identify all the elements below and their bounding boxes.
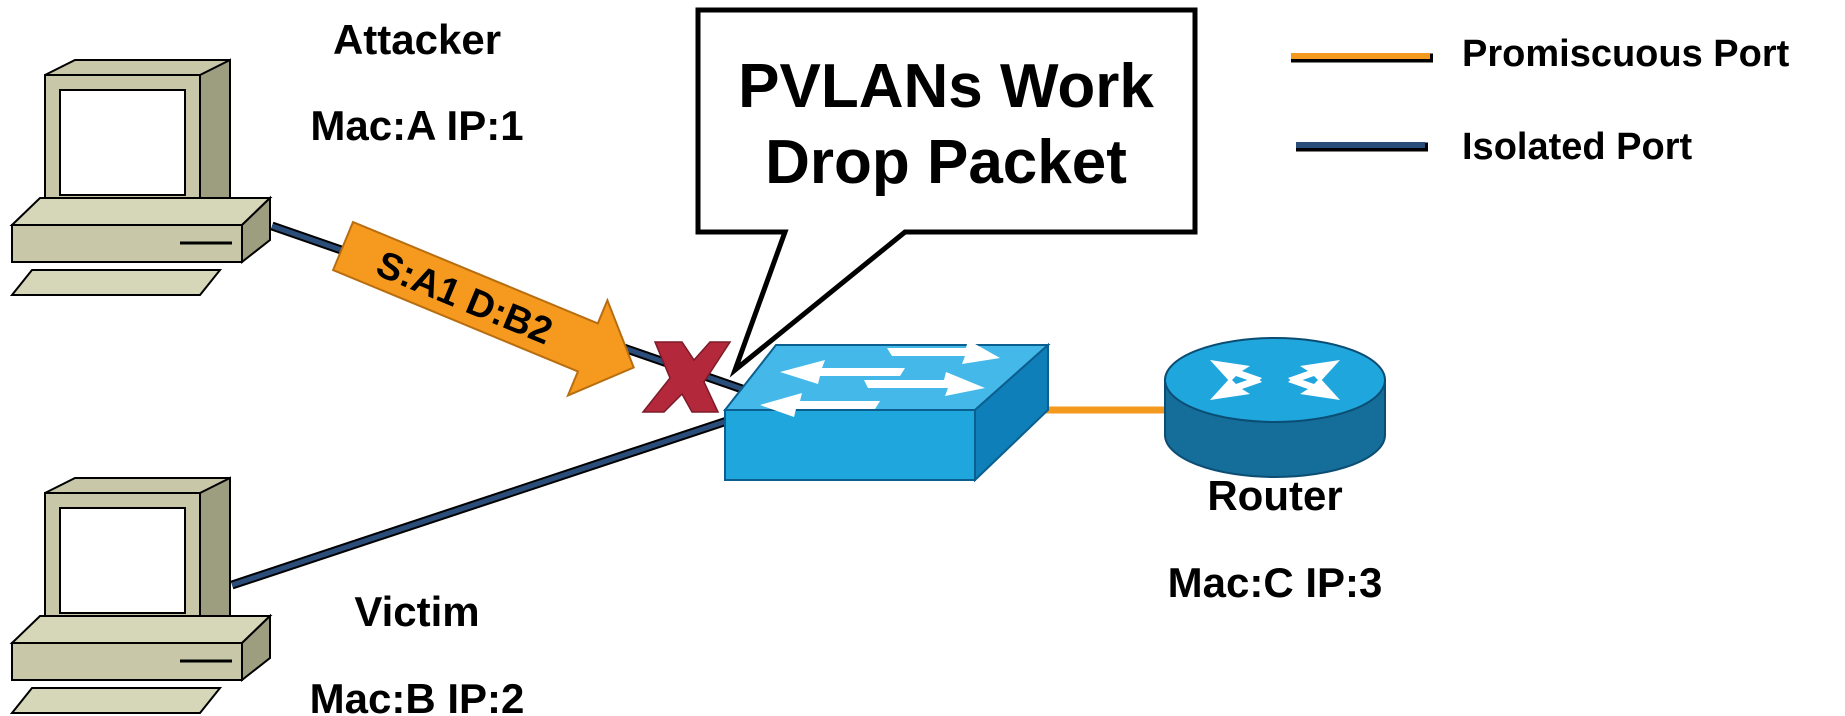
packet-arrow-icon: S:A1 D:B2 <box>331 220 635 398</box>
legend-label-promiscuous: Promiscuous Port <box>1462 33 1790 75</box>
drop-x-icon <box>641 341 732 413</box>
victim-pc-icon <box>10 476 272 715</box>
attacker-name: Attacker <box>333 16 501 63</box>
callout-bubble: PVLANs Work Drop Packet <box>695 7 1198 378</box>
switch-icon <box>722 340 1051 483</box>
attacker-address: Mac:A IP:1 <box>310 102 523 149</box>
router-address: Mac:C IP:3 <box>1168 559 1383 606</box>
router-icon <box>1164 337 1386 478</box>
attacker-pc-icon <box>10 58 272 297</box>
victim-name: Victim <box>354 588 479 635</box>
callout-line-2: Drop Packet <box>765 128 1127 197</box>
legend-item-isolated: Isolated Port <box>1296 126 1692 168</box>
legend-item-promiscuous: Promiscuous Port <box>1291 33 1790 75</box>
legend: Promiscuous Port Isolated Port <box>1291 33 1790 168</box>
router-name: Router <box>1207 472 1342 519</box>
legend-label-isolated: Isolated Port <box>1462 126 1692 168</box>
victim-address: Mac:B IP:2 <box>310 675 525 716</box>
callout-line-1: PVLANs Work <box>738 52 1154 121</box>
